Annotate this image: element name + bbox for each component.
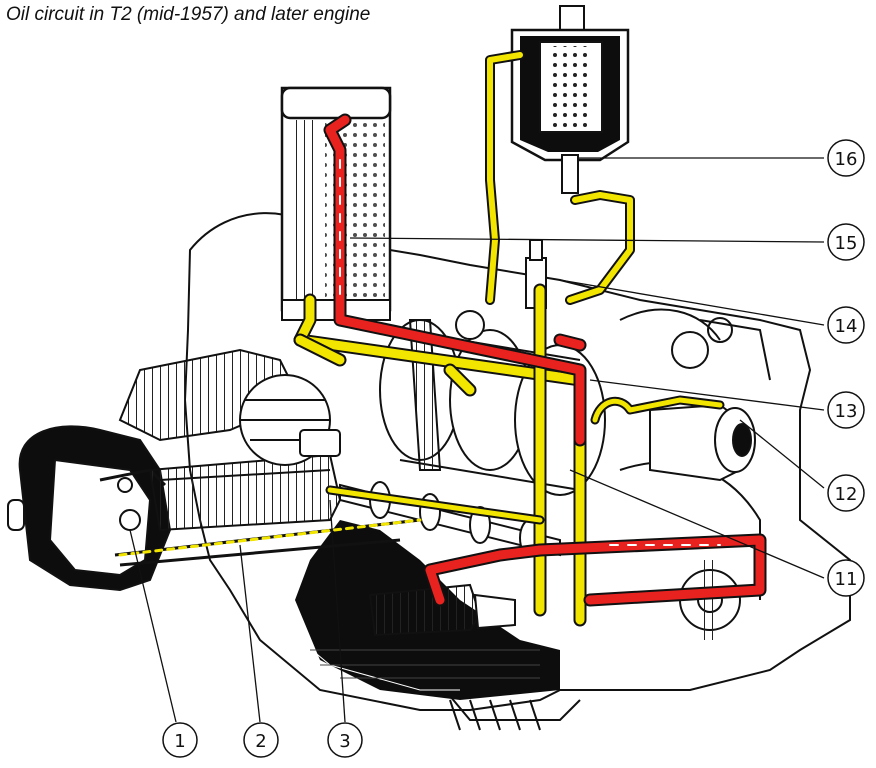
svg-text:12: 12 (835, 484, 858, 505)
diagram-title: Oil circuit in T2 (mid-1957) and later e… (6, 4, 371, 25)
callout-11: 11 (827, 559, 865, 597)
svg-text:3: 3 (339, 731, 350, 752)
svg-text:14: 14 (835, 316, 858, 337)
svg-text:15: 15 (835, 233, 858, 254)
svg-text:13: 13 (835, 401, 858, 422)
oil-lines-red (323, 113, 767, 607)
piston (239, 374, 341, 466)
callout-15: 15 (827, 223, 865, 261)
svg-text:1: 1 (174, 731, 185, 752)
svg-text:2: 2 (255, 731, 266, 752)
callout-leaders (129, 157, 825, 723)
crankcase-outline (183, 212, 851, 731)
callout-2: 2 (243, 722, 279, 758)
crankshaft-pulley-hub (649, 403, 756, 482)
callout-13: 13 (827, 391, 865, 429)
callout-16: 16 (827, 139, 865, 177)
oil-lines-yellow (118, 50, 725, 627)
svg-text:11: 11 (835, 569, 858, 590)
oil-strainer (368, 583, 516, 637)
oil-filter (510, 5, 630, 194)
callout-1: 1 (162, 722, 198, 758)
callout-3: 3 (327, 722, 363, 758)
svg-text:16: 16 (835, 149, 858, 170)
callout-12: 12 (827, 474, 865, 512)
callout-14: 14 (827, 306, 865, 344)
oil-pressure-switch (455, 239, 547, 340)
cylinder-head (7, 425, 172, 592)
